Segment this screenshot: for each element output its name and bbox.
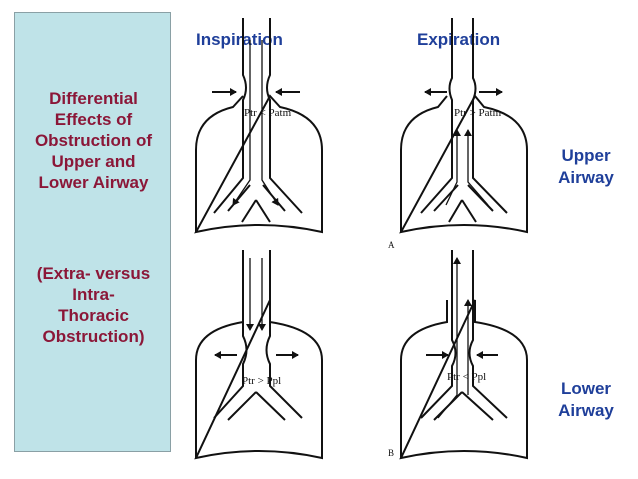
sidebar-subtitle: (Extra- versus Intra- Thoracic Obstructi… (36, 264, 151, 346)
trachea-right-wall (265, 250, 303, 419)
trachea-right-wall (472, 18, 508, 214)
trachea-left-wall (420, 250, 457, 419)
airflow-arrow (437, 257, 461, 419)
panel-upper-inspiration (194, 18, 323, 234)
airflow-arrow (445, 129, 461, 206)
airway-inner-branches (227, 391, 286, 421)
airflow-arrow (232, 40, 251, 206)
pressure-label: Ptr > Ppl (242, 375, 281, 387)
panel-lower-expiration (399, 250, 528, 460)
trachea-right-wall (266, 18, 303, 214)
column-heading-inspiration: Inspiration (196, 30, 283, 49)
panel-lower-inspiration (194, 250, 323, 460)
row-label-lower-airway: Lower Airway (558, 379, 614, 420)
panel-upper-expiration (399, 18, 528, 234)
chest-outline (399, 299, 528, 460)
sidebar-panel: Differential Effects of Obstruction of U… (14, 12, 171, 452)
pressure-label: Ptr < Ppl (447, 371, 486, 383)
trachea-left-wall (213, 250, 248, 419)
pressure-label: Ptr < Patm (244, 107, 292, 119)
trachea-left-wall (420, 18, 453, 214)
sidebar-title: Differential Effects of Obstruction of U… (34, 89, 153, 192)
trachea-right-wall (468, 250, 508, 419)
trachea-left-wall (213, 18, 247, 214)
chest-outline (194, 299, 323, 460)
chest-outline (194, 94, 323, 234)
row-label-upper-airway: Upper Airway (558, 146, 614, 187)
airflow-arrow (261, 40, 279, 206)
chest-outline (399, 94, 528, 234)
panel-letter: B (388, 448, 394, 458)
column-heading-expiration: Expiration (417, 30, 501, 49)
pressure-label: Ptr > Patm (454, 107, 502, 119)
panel-letter: A (388, 240, 395, 250)
airway-inner-branches (433, 184, 494, 223)
airflow-arrow (464, 129, 489, 206)
